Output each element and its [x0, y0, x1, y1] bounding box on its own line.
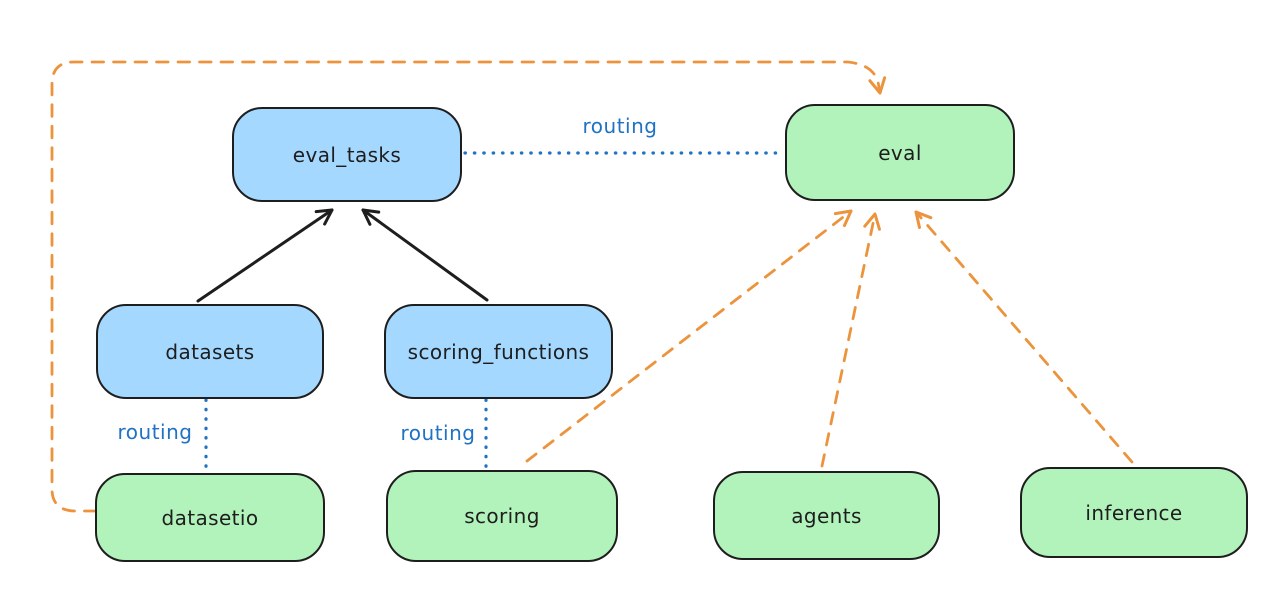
node-eval-tasks: eval_tasks	[232, 107, 462, 202]
node-agents-label: agents	[791, 503, 862, 528]
edge-label-routing-scoring-functions-scoring: routing	[400, 421, 476, 445]
edge-inference-to-eval	[914, 210, 1134, 464]
edge-label-routing-eval-tasks-eval: routing	[582, 114, 658, 138]
edge-agents-to-eval	[820, 212, 881, 468]
node-inference-label: inference	[1085, 500, 1183, 525]
node-scoring: scoring	[386, 470, 618, 562]
node-agents: agents	[713, 471, 940, 560]
node-eval-tasks-label: eval_tasks	[292, 142, 402, 167]
edge-scoring-to-eval	[525, 209, 853, 463]
node-eval-label: eval	[878, 140, 922, 165]
node-datasets-label: datasets	[165, 339, 255, 364]
node-datasetio-label: datasetio	[161, 505, 259, 530]
node-datasets: datasets	[96, 304, 324, 399]
node-eval: eval	[785, 104, 1015, 201]
node-scoring-functions-label: scoring_functions	[407, 339, 590, 364]
edge-scoring-functions-to-eval-tasks	[361, 208, 489, 302]
edge-datasets-to-eval-tasks	[196, 208, 334, 303]
node-scoring-functions: scoring_functions	[384, 304, 613, 399]
edge-datasetio-to-eval	[50, 60, 887, 513]
node-scoring-label: scoring	[464, 504, 540, 528]
node-datasetio: datasetio	[95, 473, 325, 562]
edge-label-routing-datasets-datasetio: routing	[117, 420, 193, 444]
node-inference: inference	[1020, 467, 1248, 558]
